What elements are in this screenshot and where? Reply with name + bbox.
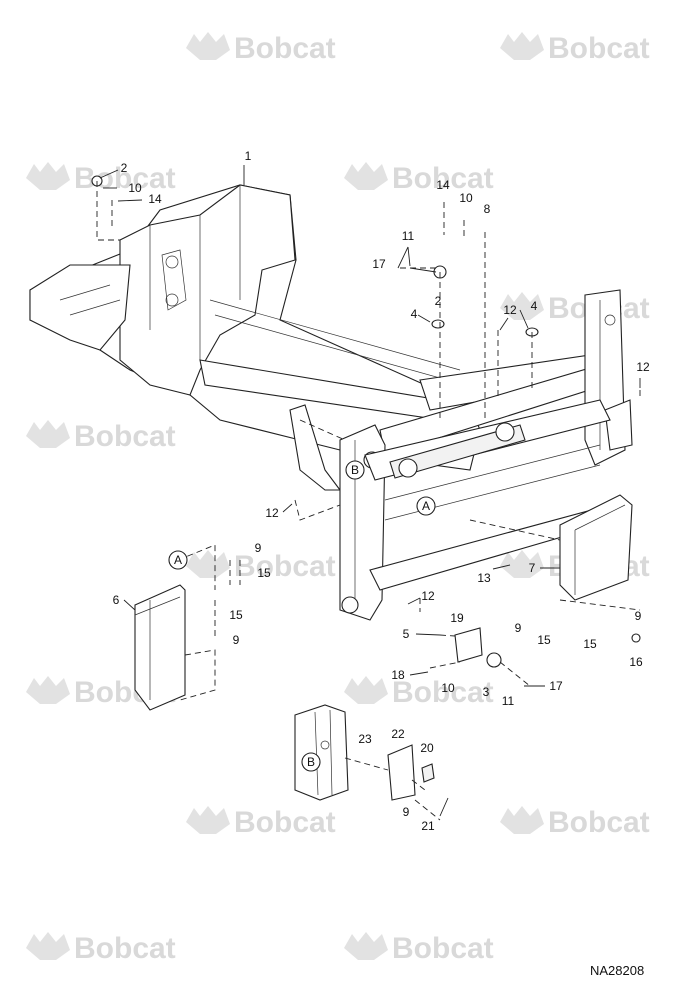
detail-letter: A: [174, 553, 182, 567]
bobcat-logo-icon: [500, 32, 544, 60]
watermark: Bobcat: [500, 806, 650, 839]
callout-9: 9: [403, 805, 410, 819]
watermark: Bobcat: [186, 550, 336, 583]
callout-15: 15: [537, 633, 551, 647]
watermark-text: Bobcat: [234, 32, 336, 65]
callout-10: 10: [459, 191, 473, 205]
watermark-text: Bobcat: [392, 932, 494, 965]
bobcat-logo-icon: [344, 162, 388, 190]
callout-7: 7: [529, 561, 536, 575]
watermark-grid: Bobcat Bobcat Bobcat Bobcat Bobcat Bobca…: [26, 32, 650, 965]
bobcat-logo-icon: [500, 550, 544, 578]
callout-20: 20: [420, 741, 434, 755]
detail-a-left: A: [168, 550, 188, 570]
callout-12: 12: [503, 303, 517, 317]
watermark-text: Bobcat: [234, 806, 336, 839]
callout-9: 9: [255, 541, 262, 555]
callout-4: 4: [531, 299, 538, 313]
callout-13: 13: [477, 571, 491, 585]
callout-9: 9: [515, 621, 522, 635]
watermark-text: Bobcat: [392, 162, 494, 195]
watermark-text: Bobcat: [74, 932, 176, 965]
watermark: Bobcat: [26, 420, 176, 453]
watermark-text: Bobcat: [548, 806, 650, 839]
callout-16: 16: [629, 655, 643, 669]
watermark-text: Bobcat: [234, 550, 336, 583]
watermark-text: Bobcat: [548, 32, 650, 65]
bobcat-logo-icon: [26, 162, 70, 190]
callout-2: 2: [121, 161, 128, 175]
bobcat-logo-icon: [344, 932, 388, 960]
callout-22: 22: [391, 727, 405, 741]
callout-12: 12: [636, 360, 650, 374]
watermark-text: Bobcat: [392, 676, 494, 709]
bobcat-logo-icon: [186, 550, 230, 578]
callout-21: 21: [421, 819, 435, 833]
callout-11: 11: [402, 229, 415, 243]
callout-12: 12: [421, 589, 435, 603]
watermark: Bobcat: [500, 292, 650, 325]
bobcat-logo-icon: [26, 932, 70, 960]
callout-5: 5: [403, 627, 410, 641]
detail-b-bottom: B: [301, 752, 321, 772]
leader-lines: [99, 165, 641, 817]
callout-18: 18: [391, 668, 405, 682]
callout-labels: 1 2 10 14 14 10 8 11 17 2 4 12 4 12 12 9…: [113, 149, 650, 833]
callout-12: 12: [265, 506, 279, 520]
cover-7: [469, 494, 641, 611]
callout-11: 11: [502, 694, 515, 708]
callout-15: 15: [257, 566, 271, 580]
watermark: Bobcat: [344, 932, 494, 965]
callout-3: 3: [483, 685, 490, 699]
bobcat-logo-icon: [186, 32, 230, 60]
watermark-text: Bobcat: [74, 420, 176, 453]
callout-2: 2: [435, 294, 442, 308]
detail-a-frame: A: [416, 496, 436, 516]
guard-plate-6: [134, 544, 216, 711]
callout-14: 14: [436, 178, 450, 192]
main-frame: [29, 184, 633, 621]
callout-15: 15: [583, 637, 597, 651]
callout-17: 17: [549, 679, 563, 693]
callout-4: 4: [411, 307, 418, 321]
watermark: Bobcat: [344, 162, 494, 195]
callout-14: 14: [148, 192, 162, 206]
watermark: Bobcat: [186, 32, 336, 65]
bobcat-logo-icon: [26, 420, 70, 448]
watermark: Bobcat: [26, 162, 176, 195]
callout-10: 10: [128, 181, 142, 195]
callout-1: 1: [245, 149, 252, 163]
bobcat-logo-icon: [344, 676, 388, 704]
detail-b-frame: B: [345, 460, 365, 480]
callout-17: 17: [372, 257, 386, 271]
callout-8: 8: [484, 202, 491, 216]
detail-letter: B: [307, 755, 315, 769]
callout-23: 23: [358, 732, 372, 746]
document-number: NA28208: [590, 963, 645, 978]
bobcat-logo-icon: [500, 292, 544, 320]
callout-19: 19: [450, 611, 464, 625]
watermark: Bobcat: [500, 32, 650, 65]
callout-10: 10: [441, 681, 455, 695]
callout-9: 9: [233, 633, 240, 647]
watermark-text: Bobcat: [74, 162, 176, 195]
watermark: Bobcat: [186, 806, 336, 839]
small-parts: [91, 175, 641, 643]
bobcat-logo-icon: [186, 806, 230, 834]
callout-9: 9: [635, 609, 642, 623]
bobcat-logo-icon: [26, 676, 70, 704]
bobcat-logo-icon: [500, 806, 544, 834]
detail-letter: B: [351, 463, 359, 477]
detail-b-assembly: [294, 704, 441, 821]
watermark: Bobcat: [26, 932, 176, 965]
callout-15: 15: [229, 608, 243, 622]
watermark: Bobcat: [344, 676, 494, 709]
bracket-assembly-19: [429, 627, 531, 687]
callout-6: 6: [113, 593, 120, 607]
detail-letter: A: [422, 499, 430, 513]
